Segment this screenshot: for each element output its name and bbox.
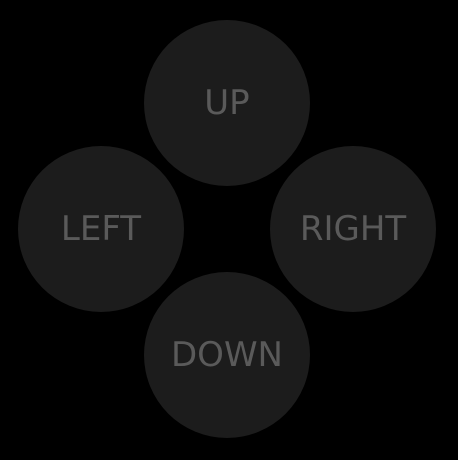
- right-button-label: RIGHT: [299, 209, 407, 249]
- left-button-label: LEFT: [60, 209, 142, 249]
- down-button-label: DOWN: [171, 335, 283, 375]
- up-button-label: UP: [204, 83, 250, 123]
- up-button[interactable]: UP: [144, 20, 310, 186]
- left-button[interactable]: LEFT: [18, 146, 184, 312]
- down-button[interactable]: DOWN: [144, 272, 310, 438]
- right-button[interactable]: RIGHT: [270, 146, 436, 312]
